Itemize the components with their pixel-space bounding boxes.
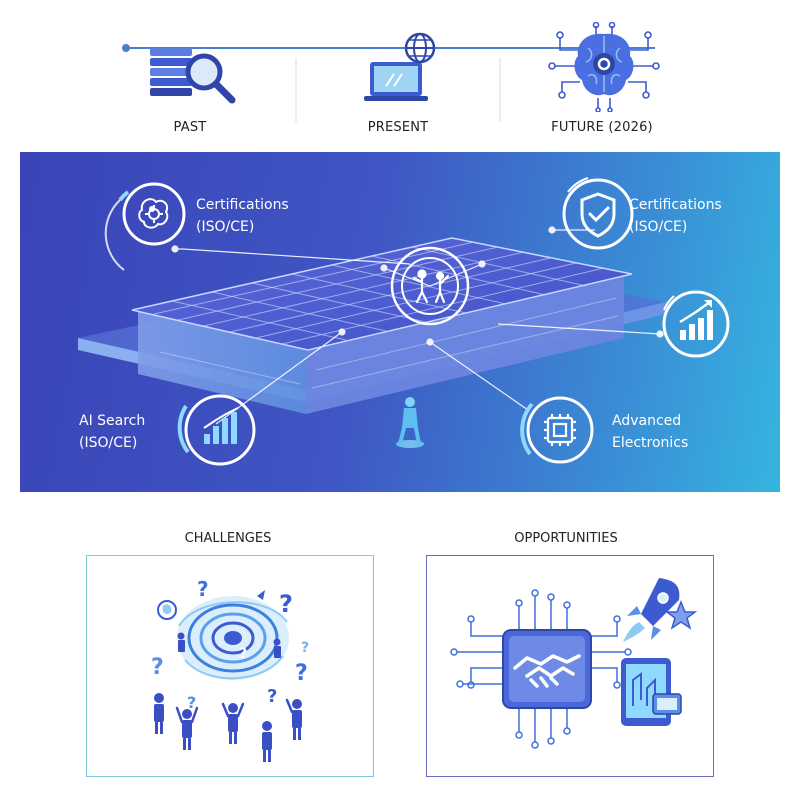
center-emblem xyxy=(390,246,470,326)
timeline-label-future: FUTURE (2026) xyxy=(551,120,653,135)
timeline-axis xyxy=(122,44,655,122)
svg-text:?: ? xyxy=(197,577,209,601)
opportunities-panel xyxy=(426,555,714,777)
svg-text:?: ? xyxy=(151,655,164,680)
brain-gear-icon xyxy=(138,198,169,229)
svg-text:?: ? xyxy=(295,661,308,686)
callout-text-advanced-electronics: Advanced Electronics xyxy=(612,410,688,454)
bar-chart-icon xyxy=(203,407,239,444)
callout-line: Advanced xyxy=(612,413,682,429)
smart-factory-illustration xyxy=(78,177,730,466)
worker-figure xyxy=(396,397,424,448)
callout-text-certifications-left: Certifications (ISO/CE) xyxy=(196,194,289,238)
callout-line: (ISO/CE) xyxy=(79,435,138,451)
rocket-icon xyxy=(623,578,680,642)
people-gesture-icon xyxy=(412,269,450,304)
shield-check-icon xyxy=(580,192,616,238)
laptop-globe-icon xyxy=(364,32,436,101)
handshake-circuit-icon xyxy=(450,578,698,749)
vortex-question-icon: ? ? ? ? ? ? ? ? xyxy=(151,577,309,762)
documents-magnifier-icon xyxy=(150,48,236,104)
svg-text:?: ? xyxy=(239,646,247,662)
microchip-icon xyxy=(544,414,576,446)
svg-text:?: ? xyxy=(267,686,277,707)
opportunities-title: OPPORTUNITIES xyxy=(514,531,618,546)
callout-line: (ISO/CE) xyxy=(629,219,688,235)
hero-panel: Certifications (ISO/CE) Certifications (… xyxy=(20,152,780,492)
callout-text-certifications-right: Certifications (ISO/CE) xyxy=(629,194,722,238)
tablet-icon xyxy=(621,658,682,726)
timeline-label-present: PRESENT xyxy=(367,120,429,135)
svg-text:?: ? xyxy=(187,693,196,712)
callout-advanced-electronics xyxy=(520,396,594,464)
ai-brain-icon xyxy=(548,22,660,112)
timeline-label-past: PAST xyxy=(173,120,207,135)
callout-growth xyxy=(662,290,730,358)
callout-line: Certifications xyxy=(629,197,722,213)
callout-ai-search xyxy=(177,394,256,466)
svg-text:?: ? xyxy=(279,590,293,618)
callout-line: (ISO/CE) xyxy=(196,219,255,235)
svg-text:?: ? xyxy=(301,640,309,656)
callout-line: AI Search xyxy=(79,413,146,429)
callout-text-ai-search: AI Search (ISO/CE) xyxy=(79,410,145,454)
callout-line: Electronics xyxy=(612,435,689,451)
growth-chart-icon xyxy=(679,300,713,340)
challenges-panel: ? ? ? ? ? ? ? ? xyxy=(86,555,374,777)
challenges-title: CHALLENGES xyxy=(184,531,272,546)
callout-certifications-right xyxy=(562,177,634,250)
timeline: PAST PRESENT FUTURE (2026) xyxy=(0,0,800,150)
callout-line: Certifications xyxy=(196,197,289,213)
callout-certifications-left xyxy=(104,182,186,271)
